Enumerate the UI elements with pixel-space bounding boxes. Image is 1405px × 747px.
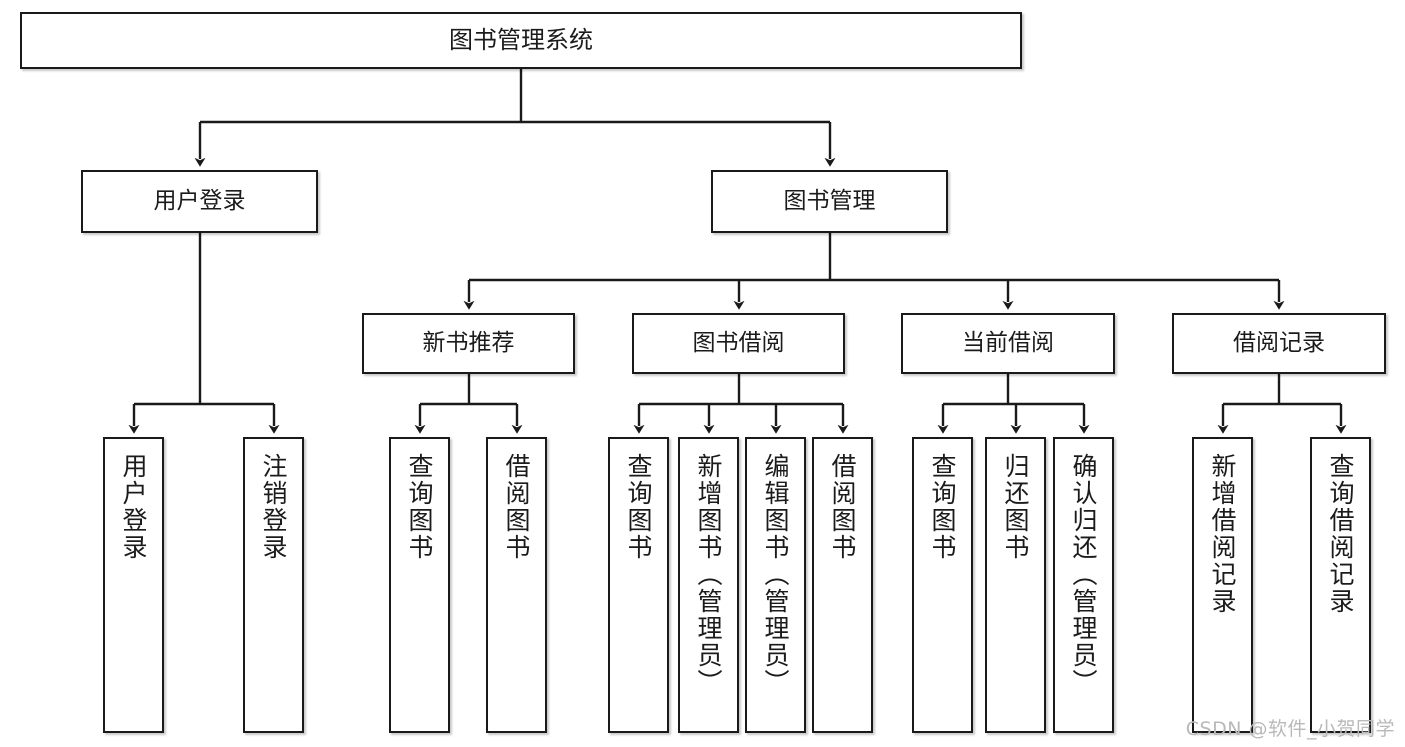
node-label-leaf-confirm-return-admin: 确认归还（管理员） [1069, 453, 1098, 696]
node-label-leaf-user-logout: 注销登录 [259, 453, 288, 561]
node-leaf-query-book-borrow[interactable]: 查询图书 [608, 437, 669, 733]
node-root[interactable]: 图书管理系统 [20, 12, 1022, 69]
node-label-leaf-edit-book-admin: 编辑图书（管理员） [761, 453, 790, 696]
node-leaf-user-logout[interactable]: 注销登录 [243, 437, 304, 733]
node-leaf-query-borrow-record[interactable]: 查询借阅记录 [1310, 437, 1371, 733]
node-label-root: 图书管理系统 [449, 26, 593, 55]
node-book-management[interactable]: 图书管理 [711, 170, 948, 233]
node-label-leaf-user-login: 用户登录 [119, 453, 148, 561]
node-label-borrow-record: 借阅记录 [1233, 329, 1325, 356]
node-label-leaf-query-borrow-record: 查询借阅记录 [1326, 453, 1355, 615]
node-label-leaf-add-book-admin: 新增图书（管理员） [694, 453, 723, 696]
node-label-new-book-recommend: 新书推荐 [422, 329, 515, 356]
node-label-leaf-add-borrow-record: 新增借阅记录 [1208, 453, 1237, 615]
node-label-leaf-borrow-book: 借阅图书 [828, 453, 857, 561]
node-leaf-borrow-book-new[interactable]: 借阅图书 [486, 437, 547, 733]
node-label-user-login: 用户登录 [153, 187, 246, 214]
node-borrow-record[interactable]: 借阅记录 [1172, 313, 1386, 374]
node-label-leaf-return-book: 归还图书 [1001, 453, 1030, 561]
node-leaf-user-login[interactable]: 用户登录 [103, 437, 164, 733]
node-label-leaf-borrow-book-new: 借阅图书 [502, 453, 531, 561]
node-leaf-edit-book-admin[interactable]: 编辑图书（管理员） [745, 437, 806, 733]
node-leaf-query-book-new[interactable]: 查询图书 [389, 437, 450, 733]
node-user-login[interactable]: 用户登录 [81, 170, 318, 233]
watermark-text: CSDN @软件_小贺同学 [1185, 718, 1395, 740]
node-leaf-add-book-admin[interactable]: 新增图书（管理员） [678, 437, 739, 733]
node-current-borrow[interactable]: 当前借阅 [901, 313, 1115, 374]
node-label-leaf-query-book-borrow: 查询图书 [624, 453, 653, 561]
node-new-book-recommend[interactable]: 新书推荐 [362, 313, 575, 374]
node-leaf-query-book-current[interactable]: 查询图书 [912, 437, 973, 733]
node-label-leaf-query-book-current: 查询图书 [928, 453, 957, 561]
node-label-book-management: 图书管理 [783, 187, 876, 214]
node-leaf-borrow-book[interactable]: 借阅图书 [812, 437, 873, 733]
node-label-leaf-query-book-new: 查询图书 [405, 453, 434, 561]
node-book-borrow[interactable]: 图书借阅 [632, 313, 845, 374]
node-leaf-return-book[interactable]: 归还图书 [985, 437, 1046, 733]
node-label-book-borrow: 图书借阅 [692, 329, 785, 356]
node-label-current-borrow: 当前借阅 [962, 329, 1054, 356]
node-leaf-add-borrow-record[interactable]: 新增借阅记录 [1192, 437, 1253, 733]
node-leaf-confirm-return-admin[interactable]: 确认归还（管理员） [1053, 437, 1114, 733]
